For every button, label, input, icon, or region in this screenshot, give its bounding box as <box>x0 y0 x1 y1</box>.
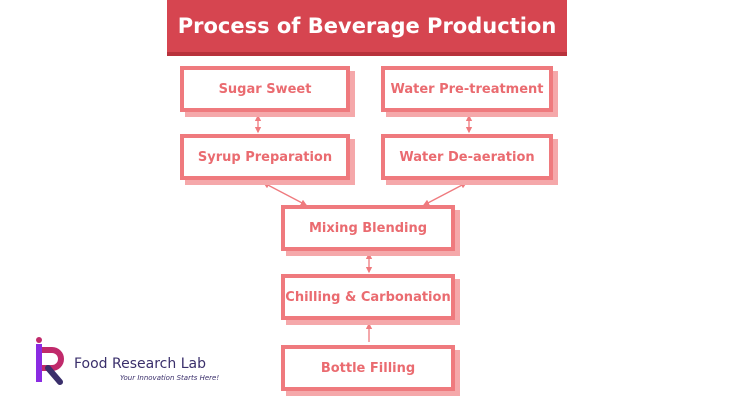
node-syrup-preparation-label: Syrup Preparation <box>197 149 333 165</box>
node-bottle-filling: Bottle Filling <box>281 345 455 391</box>
arrow-syrup-to-mixing <box>262 182 308 206</box>
food-research-lab-logo-icon <box>36 337 64 385</box>
node-chilling-carbonation: Chilling & Carbonation <box>281 274 455 320</box>
brand-logo: Food Research Lab Your Innovation Starts… <box>30 336 250 386</box>
title-banner: Process of Beverage Production <box>167 0 567 52</box>
node-sugar-sweet: Sugar Sweet <box>180 66 350 112</box>
node-chilling-carbonation-label: Chilling & Carbonation <box>285 289 451 305</box>
arrow-deaeration-to-mixing <box>422 182 468 206</box>
brand-tagline: Your Innovation Starts Here! <box>120 374 220 382</box>
node-water-deaeration: Water De-aeration <box>381 134 553 180</box>
banner-shadow <box>167 52 567 56</box>
node-water-pretreatment: Water Pre-treatment <box>381 66 553 112</box>
node-sugar-sweet-label: Sugar Sweet <box>218 81 312 97</box>
node-mixing-blending-label: Mixing Blending <box>308 220 428 236</box>
node-syrup-preparation: Syrup Preparation <box>180 134 350 180</box>
node-bottle-filling-label: Bottle Filling <box>320 360 416 376</box>
node-mixing-blending: Mixing Blending <box>281 205 455 251</box>
node-water-deaeration-label: Water De-aeration <box>399 149 535 165</box>
node-water-pretreatment-label: Water Pre-treatment <box>390 81 544 97</box>
diagram-title: Process of Beverage Production <box>177 14 557 38</box>
brand-name: Food Research Lab <box>74 356 206 372</box>
